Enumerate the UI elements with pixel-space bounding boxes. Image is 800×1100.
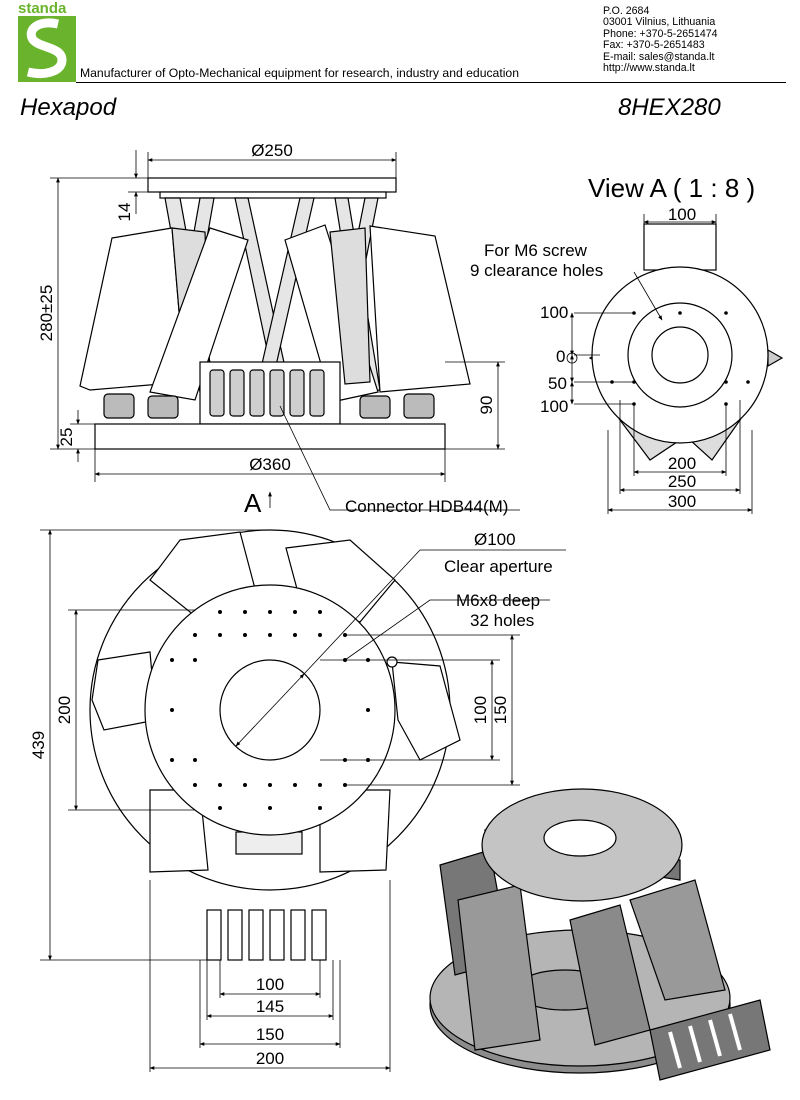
dim-right-100: 100 — [471, 696, 490, 724]
holes-count: 32 holes — [470, 611, 534, 630]
header: standa Manufacturer of Opto-Mechanical e… — [0, 0, 800, 92]
reference-pin — [386, 656, 398, 668]
top-view — [89, 529, 461, 961]
view-a-dim-100-top: 100 — [540, 303, 568, 322]
view-a — [588, 223, 784, 461]
view-a-dim-300: 300 — [668, 492, 696, 511]
base-plate — [94, 423, 446, 450]
model-number: 8HEX280 — [618, 94, 721, 121]
contact-line: P.O. 2684 — [603, 5, 650, 17]
aperture-label: Clear aperture — [444, 557, 553, 576]
dim-overall-height: 439 — [29, 731, 48, 759]
dim-left-200: 200 — [55, 696, 74, 724]
iso-motors — [439, 849, 726, 1051]
view-a-dim-0: 0 — [556, 347, 565, 366]
motor-housings — [79, 224, 471, 403]
dim-bottom-100: 100 — [256, 975, 284, 994]
view-a-dimensions — [566, 214, 753, 514]
top-platform-underside — [159, 191, 387, 199]
base-joints — [103, 393, 435, 419]
top-platform — [147, 177, 397, 193]
standa-logo-icon — [18, 16, 76, 82]
isometric-view — [429, 788, 771, 1081]
aperture-diameter: Ø100 — [474, 530, 516, 549]
view-a-holes-note: 9 clearance holes — [470, 261, 603, 280]
view-a-dim-250: 250 — [668, 472, 696, 491]
top-view-connector — [206, 909, 327, 961]
dim-bottom-200: 200 — [256, 1049, 284, 1068]
dim-connector-height: 90 — [477, 396, 496, 415]
view-a-title: View A ( 1 : 8 ) — [588, 173, 755, 203]
contact-line: Fax: +370-5-2651483 — [603, 39, 705, 52]
top-view-dimensions — [40, 529, 566, 1072]
view-a-aperture — [651, 326, 709, 384]
product-name: Hexapod — [20, 94, 117, 121]
view-a-dim-200: 200 — [668, 454, 696, 473]
header-rule — [76, 82, 786, 83]
dim-right-150: 150 — [491, 696, 510, 724]
iso-connector — [649, 999, 771, 1081]
contact-line: Phone: +370-5-2651474 — [603, 27, 718, 40]
view-marker: A — [244, 488, 262, 518]
view-a-dim-100-bottom: 100 — [540, 397, 568, 416]
front-view-dimensions — [50, 150, 520, 511]
motor-left-outer — [79, 227, 186, 391]
view-a-top-width: 100 — [668, 205, 696, 224]
dim-top-diameter: Ø250 — [251, 141, 293, 160]
connector-ports — [209, 369, 325, 417]
dim-top-plate: 14 — [115, 203, 134, 222]
dim-height: 280±25 — [37, 285, 56, 342]
motor-left-front — [149, 227, 249, 401]
top-view-holes — [170, 610, 370, 810]
company-tagline: Manufacturer of Opto-Mechanical equipmen… — [80, 66, 519, 80]
front-view — [79, 177, 471, 450]
motor-right-outer — [369, 225, 471, 393]
connector-label: Connector HDB44(M) — [345, 497, 508, 516]
dim-bottom-145: 145 — [256, 997, 284, 1016]
view-a-dim-50: 50 — [548, 374, 567, 393]
contact-line: http://www.standa.lt — [603, 62, 695, 75]
dim-bottom-150: 150 — [256, 1025, 284, 1044]
contact-block: P.O. 2684 03001 Vilnius, Lithuania Phone… — [603, 5, 718, 75]
contact-line: E-mail: sales@standa.lt — [603, 50, 715, 63]
dim-base-plate: 25 — [57, 428, 76, 447]
view-a-connector — [643, 223, 717, 271]
iso-aperture — [543, 819, 617, 857]
contact-line: 03001 Vilnius, Lithuania — [603, 16, 716, 29]
logo-text: standa — [18, 0, 67, 17]
dim-base-diameter: Ø360 — [249, 455, 291, 474]
motor-right-inner — [329, 227, 371, 385]
holes-spec: M6x8 deep — [456, 591, 540, 610]
view-a-screw-note: For M6 screw — [484, 241, 588, 260]
